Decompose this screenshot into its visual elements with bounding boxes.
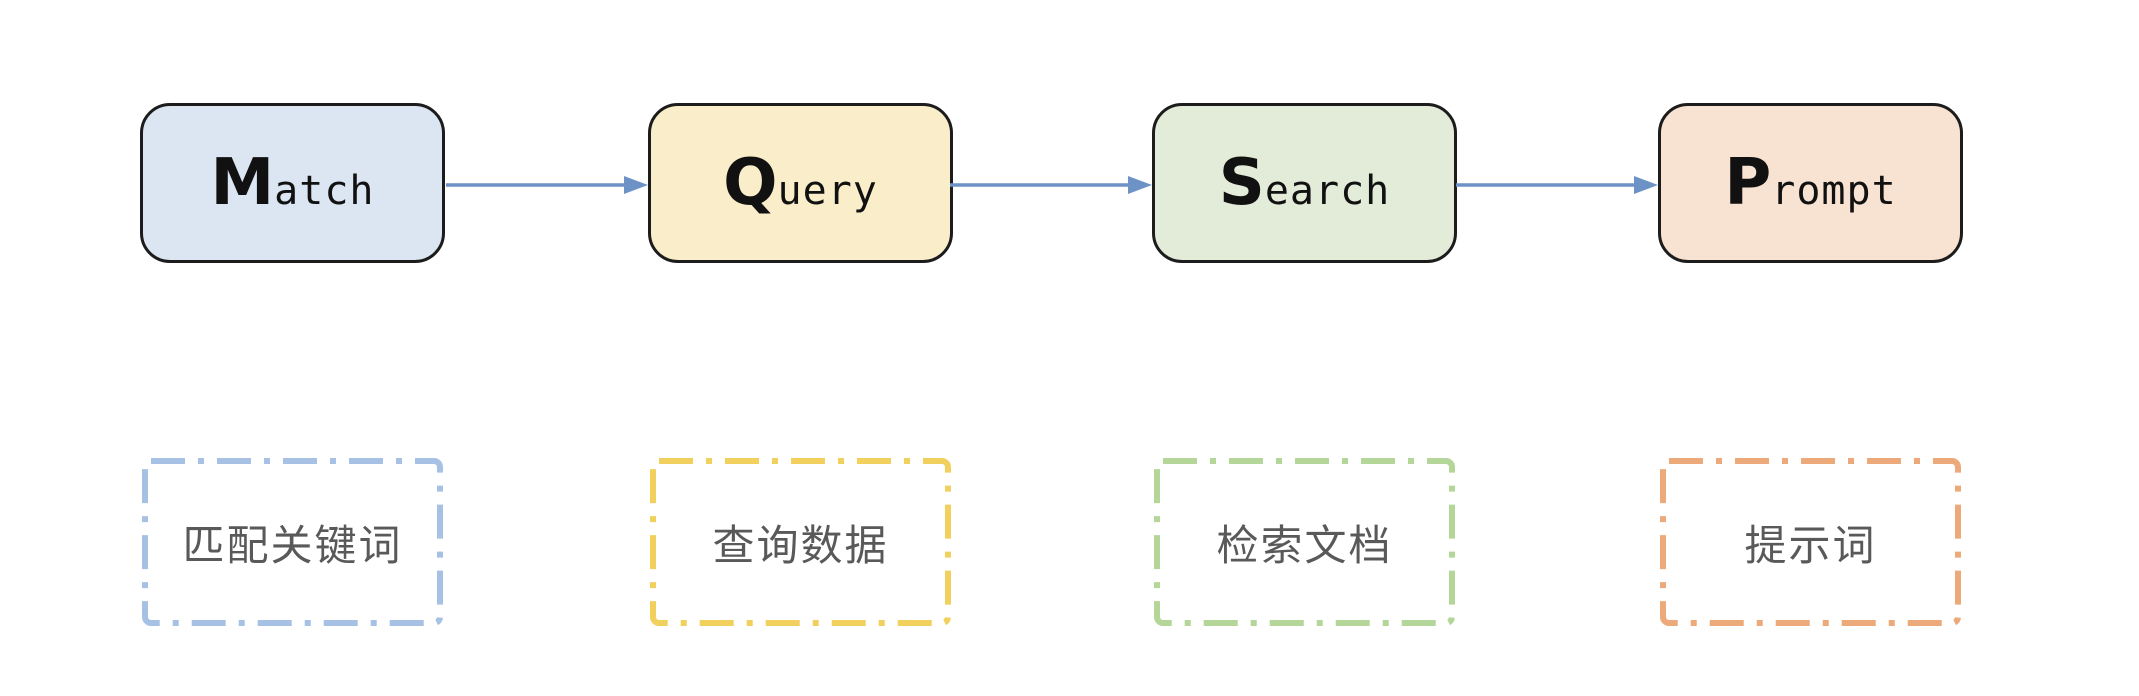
caption-text: 查询数据 (712, 521, 889, 569)
arrow-search-to-prompt (1456, 176, 1658, 194)
arrow-head-icon (624, 176, 648, 194)
step-rest: uery (777, 168, 878, 214)
arrow-query-to-search (950, 176, 1152, 194)
step-initial: M (210, 146, 275, 220)
step-initial: Q (723, 146, 778, 220)
step-rest: earch (1264, 168, 1391, 214)
dashed-border (650, 458, 951, 626)
caption-box-search: 检索文档 (1152, 456, 1457, 628)
arrow-head-icon (1128, 176, 1152, 194)
caption-box-query: 查询数据 (648, 456, 953, 628)
caption-text: 匹配关键词 (182, 521, 403, 569)
arrow-head-icon (1634, 176, 1658, 194)
step-rest: rompt (1771, 168, 1897, 214)
step-initial: S (1218, 146, 1265, 220)
dashed-border (1660, 458, 1961, 626)
arrow-match-to-query (446, 176, 648, 194)
step-rest: atch (274, 168, 375, 214)
step-initial: P (1724, 146, 1772, 220)
caption-box-prompt: 提示词 (1658, 456, 1963, 628)
caption-text: 检索文档 (1216, 521, 1393, 569)
dashed-border (142, 458, 443, 626)
caption-box-match: 匹配关键词 (140, 456, 445, 628)
dashed-border (1154, 458, 1455, 626)
caption-text: 提示词 (1744, 521, 1877, 569)
